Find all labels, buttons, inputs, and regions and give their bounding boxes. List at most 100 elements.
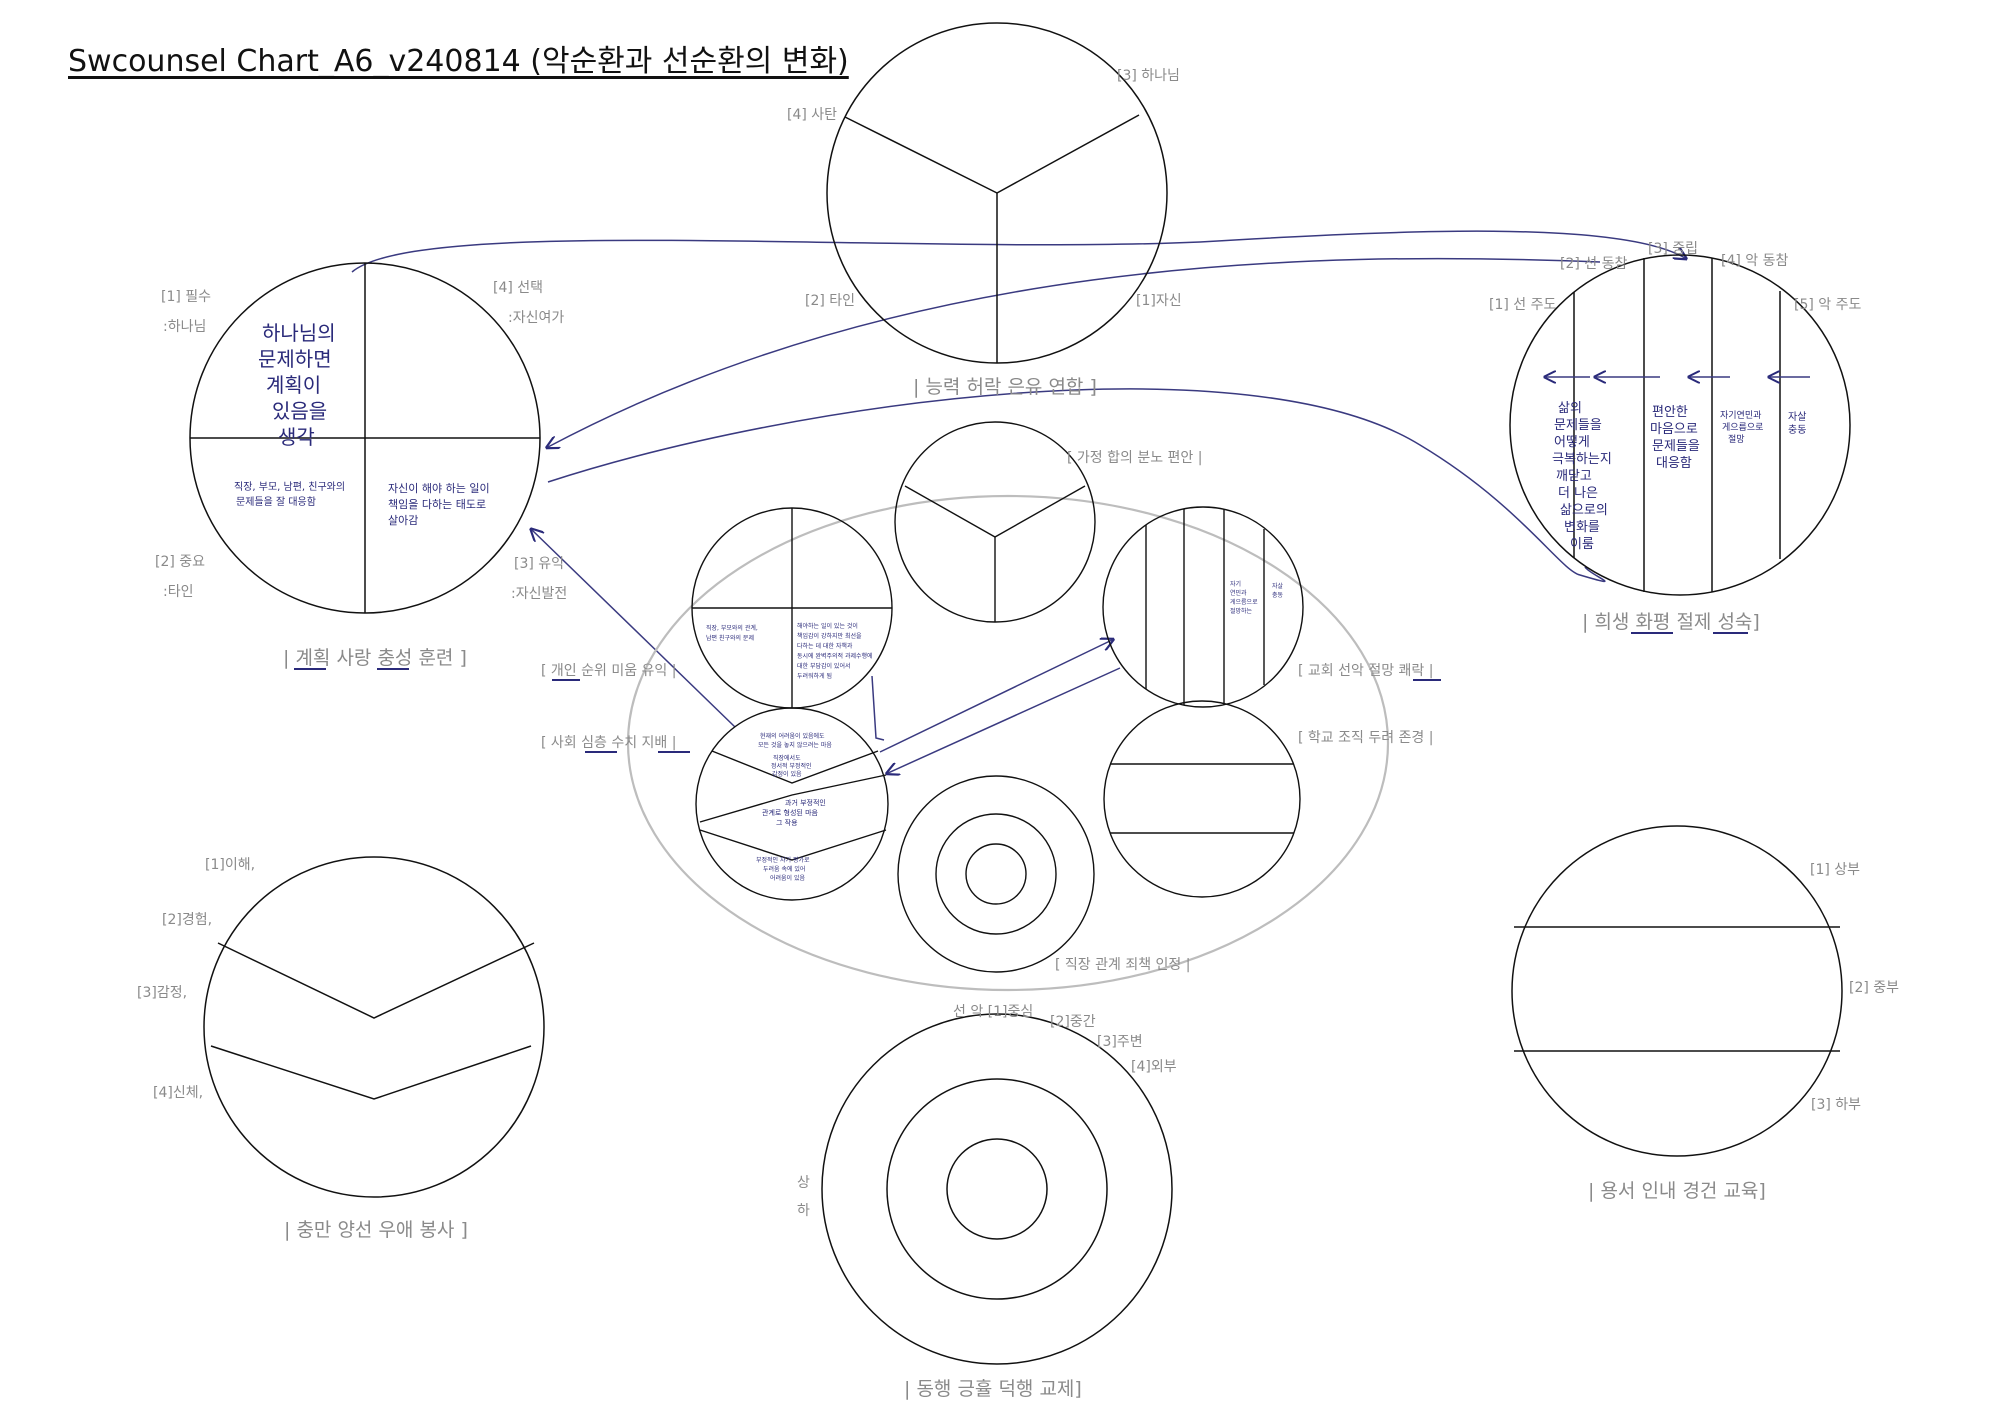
svg-text:자살: 자살 — [1272, 582, 1284, 590]
society-circle — [695, 707, 889, 901]
bottom-center-label-down: 하 — [797, 1203, 810, 1219]
bottom-left-label-experience: [2]경험, — [162, 912, 212, 928]
svg-text:살아감: 살아감 — [388, 514, 418, 527]
svg-text:연민과: 연민과 — [1230, 589, 1247, 597]
right-note-c4: 자살 충동 — [1788, 411, 1806, 436]
center-ring — [626, 494, 1390, 992]
arrow-left-to-right-lower — [547, 388, 1606, 583]
bottom-center-label-core: 선 악 [1]중심 — [953, 1004, 1033, 1020]
left-circle-group — [189, 262, 541, 614]
top-circle-group — [826, 22, 1168, 364]
individual-circle — [691, 507, 893, 709]
society-note-4: 부정적인 자기 평가로 두려움 속에 있어 어려움이 있음 — [756, 856, 810, 882]
left-note-q2: 직장, 부모, 남편, 친구와의 문제들을 잘 대응함 — [234, 481, 345, 508]
work-label: [ 직장 관계 죄책 인정 | — [1055, 957, 1190, 973]
svg-text:편안한: 편안한 — [1652, 405, 1688, 420]
church-label: [ 교회 선악 절망 쾌락 | — [1298, 663, 1433, 679]
bottom-right-circle — [1511, 825, 1843, 1157]
svg-text:두려워하게 됨: 두려워하게 됨 — [797, 672, 832, 680]
society-note-3: 과거 부정적인 관계로 형성된 마음 그 작용 — [762, 798, 826, 827]
individual-note-q2: 직장, 부모와의 관계, 남편 친구와의 문제 — [706, 624, 758, 642]
svg-text:절망하는: 절망하는 — [1230, 607, 1253, 615]
left-note-q1: 하나님의 문제하면 계획이 있음을 생각 — [258, 321, 336, 449]
arrow-church-to-social — [888, 667, 1121, 773]
svg-text:부정적인 자기 평가로: 부정적인 자기 평가로 — [756, 856, 810, 864]
right-label-good-join: [2] 선 동참 — [1560, 256, 1627, 272]
svg-text:자신이 해야 하는 일이: 자신이 해야 하는 일이 — [388, 481, 490, 495]
left-label-essential: [1] 필수 — [161, 289, 211, 305]
svg-text:충동: 충동 — [1272, 591, 1284, 599]
bottom-left-label-understanding: [1]이해, — [205, 857, 255, 873]
svg-text:충동: 충동 — [1788, 424, 1806, 436]
svg-text:계획이: 계획이 — [266, 373, 321, 397]
svg-text:변화를: 변화를 — [1564, 520, 1600, 535]
svg-text:책임을 다하는 태도로: 책임을 다하는 태도로 — [388, 497, 486, 511]
svg-text:있음을: 있음을 — [272, 399, 327, 423]
svg-text:어떻게: 어떻게 — [1554, 435, 1590, 450]
right-label-evil-join: [4] 악 동참 — [1721, 253, 1788, 269]
svg-text:대한 부담감이 있어서: 대한 부담감이 있어서 — [797, 662, 851, 670]
right-note-c3: 자기연민과 게으름으로 절망 — [1720, 410, 1763, 445]
society-note-1: 현재의 어려움이 있음에도 모든 것을 놓지 않으려는 마음 — [758, 732, 832, 749]
bottom-center-label-periphery: [3]주변 — [1097, 1034, 1143, 1050]
svg-text:깨닫고: 깨닫고 — [1556, 469, 1592, 484]
svg-text:대응함: 대응함 — [1656, 456, 1692, 471]
svg-text:직장, 부모와의 관계,: 직장, 부모와의 관계, — [706, 624, 758, 632]
svg-text:절망: 절망 — [1728, 433, 1745, 445]
left-label-god: :하나님 — [163, 319, 206, 335]
arrow-social-to-left — [532, 530, 736, 728]
svg-text:감정이 있음: 감정이 있음 — [772, 770, 802, 778]
left-label-others: :타인 — [163, 584, 193, 600]
bottom-center-label-up: 상 — [797, 1175, 810, 1191]
bottom-right-label-middle: [2] 중부 — [1849, 980, 1899, 996]
center-label-underlines — [552, 679, 1441, 753]
society-label: [ 사회 심층 수치 지배 | — [541, 735, 676, 751]
connector-arrows — [351, 230, 1685, 773]
church-note-c5: 자살 충동 — [1272, 582, 1284, 599]
svg-text:어려움이 있음: 어려움이 있음 — [770, 874, 806, 882]
svg-text:문제하면: 문제하면 — [258, 347, 332, 371]
arrow-social-to-church — [879, 640, 1112, 753]
top-caption: | 능력 허락 은유 연합 ] — [913, 376, 1097, 398]
svg-text:게으름으로: 게으름으로 — [1230, 598, 1258, 606]
svg-text:남편 친구와의 문제: 남편 친구와의 문제 — [706, 634, 754, 642]
work-circle — [897, 775, 1095, 973]
arrow-left-to-right-top — [351, 230, 1685, 273]
society-note-2: 직장에서도 정서적 부정적인 감정이 있음 — [771, 754, 812, 778]
svg-text:관계로 형성된 마음: 관계로 형성된 마음 — [762, 808, 819, 817]
right-caption: | 희생 화평 절제 성숙] — [1582, 611, 1760, 633]
svg-text:삶의: 삶의 — [1558, 401, 1582, 416]
svg-text:삶으로의: 삶으로의 — [1560, 503, 1608, 518]
svg-text:책임감이 강하지만 최선을: 책임감이 강하지만 최선을 — [797, 632, 862, 640]
family-circle — [894, 421, 1096, 623]
family-label: [ 가정 합의 분노 편안 | — [1067, 450, 1202, 466]
bottom-left-label-emotion: [3]감정, — [137, 985, 187, 1001]
svg-text:과거 부정적인: 과거 부정적인 — [785, 798, 826, 807]
left-label-important: [2] 중요 — [155, 554, 205, 570]
right-label-neutral: [3] 중립 — [1648, 241, 1698, 257]
top-label-god: [3] 하나님 — [1117, 68, 1180, 84]
left-note-q3: 자신이 해야 하는 일이 책임을 다하는 태도로 살아감 — [388, 481, 490, 527]
svg-text:문제들을: 문제들을 — [1554, 418, 1602, 433]
svg-text:자기: 자기 — [1230, 580, 1241, 588]
left-label-benefit: [3] 유익 — [514, 556, 564, 572]
svg-text:모든 것을 놓지 않으려는 마음: 모든 것을 놓지 않으려는 마음 — [758, 741, 832, 749]
svg-text:해야하는 일이 있는 것이: 해야하는 일이 있는 것이 — [797, 622, 858, 630]
bottom-center-circle — [821, 1013, 1173, 1365]
arrow-individual-drop — [871, 675, 885, 741]
svg-text:마음으로: 마음으로 — [1650, 422, 1698, 437]
page-title: Swcounsel Chart_A6_v240814 (악순환과 선순환의 변화… — [68, 44, 849, 79]
top-label-self: [1]자신 — [1136, 293, 1182, 309]
bottom-center-label-middle: [2]중간 — [1050, 1014, 1096, 1030]
svg-text:극복하는지: 극복하는지 — [1552, 452, 1612, 467]
svg-text:생각: 생각 — [278, 425, 315, 449]
bottom-center-caption: | 동행 긍휼 덕행 교제] — [904, 1378, 1082, 1400]
school-circle — [1103, 700, 1301, 898]
svg-text:동시에 완벽주의적 과제수행에: 동시에 완벽주의적 과제수행에 — [797, 652, 873, 660]
church-circle — [1102, 506, 1304, 708]
svg-text:두려움 속에 있어: 두려움 속에 있어 — [763, 865, 805, 873]
svg-text:정서적 부정적인: 정서적 부정적인 — [771, 762, 812, 770]
svg-text:자살: 자살 — [1788, 411, 1806, 423]
